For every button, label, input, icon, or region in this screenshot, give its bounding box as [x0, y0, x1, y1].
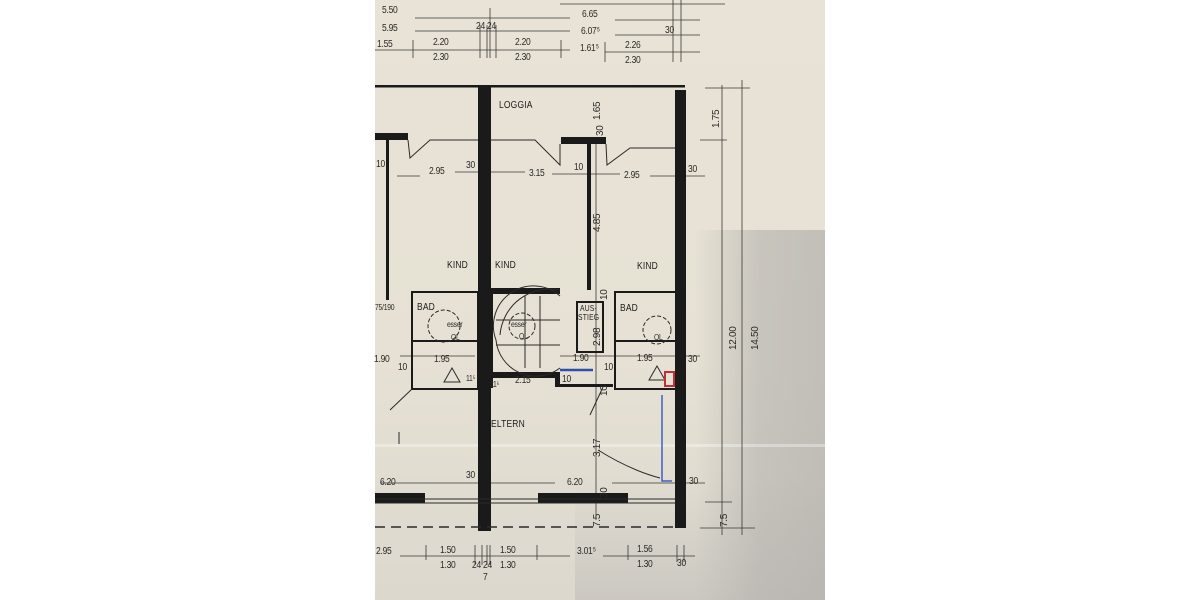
room-label-kind: KIND: [495, 260, 516, 271]
fixture-label: OL: [654, 333, 663, 342]
doors-and-fixtures: [375, 139, 675, 528]
dimension-label: 6.20: [567, 477, 583, 488]
dimension-label: 7: [483, 572, 488, 583]
window-size-label: 75/190: [375, 303, 395, 312]
dimension-label: 2.15: [515, 375, 531, 386]
dimension-label: 1.30: [637, 559, 653, 570]
dimension-label: 1.30: [500, 560, 516, 571]
dimension-label: 10: [398, 362, 407, 373]
dimension-label: 3.17: [592, 438, 603, 457]
dimension-label: 2.20: [515, 37, 531, 48]
dimension-label: 1.90: [573, 353, 589, 364]
dimension-label: 2.30: [515, 52, 531, 63]
dimension-label: 2.95: [624, 170, 640, 181]
dimension-label: 2.20: [433, 37, 449, 48]
dimension-label: 30: [665, 25, 674, 36]
dimension-label: 1.95: [434, 354, 450, 365]
dimension-label: 12.00: [728, 326, 739, 350]
dimension-label: 2.95: [429, 166, 445, 177]
dimension-label: 10: [574, 162, 583, 173]
dimension-label: 30: [688, 354, 697, 365]
fixture-label: esser: [511, 320, 527, 329]
dimension-label: 1.61⁵: [580, 43, 599, 54]
dimension-label: 7.5: [719, 513, 730, 527]
dimension-label: 3.01⁵: [577, 546, 596, 557]
dimension-label: 1.95: [637, 353, 653, 364]
dimension-label: 1.30: [440, 560, 456, 571]
dimension-label: 1.65: [592, 101, 603, 120]
room-label-kind: KIND: [637, 261, 658, 272]
dimension-label: 10: [562, 374, 571, 385]
dimension-label: 6.20: [380, 477, 396, 488]
dimension-label: 1.55: [377, 39, 393, 50]
dimension-label: 5.95: [382, 23, 398, 34]
dimension-label: 30: [689, 476, 698, 487]
dimension-label: 2.95: [376, 546, 392, 557]
dimension-label: 6.65: [582, 9, 598, 20]
room-label-bad: BAD: [417, 302, 435, 313]
dimension-label: 6.07⁵: [581, 26, 600, 37]
dimension-label: 5.50: [382, 5, 398, 16]
dimension-label: 2.98: [592, 327, 603, 346]
dimension-label: 14.50: [750, 326, 761, 350]
dimension-label: 10: [604, 362, 613, 373]
room-label-ausstieg: STIEG: [578, 313, 600, 322]
dimension-label: 2.26: [625, 40, 641, 51]
dimension-label: 30: [677, 558, 686, 569]
dimension-label: 1.90: [374, 354, 390, 365]
room-label-kind: KIND: [447, 260, 468, 271]
fixture-label: OL: [519, 332, 528, 341]
room-label-loggia: LOGGIA: [499, 100, 533, 111]
walls: [375, 85, 686, 531]
dimension-label: 24 24: [472, 560, 493, 571]
dimension-label: 1.75: [711, 109, 722, 128]
dimension-label: 4.85: [592, 213, 603, 232]
dimension-label: 2.30: [433, 52, 449, 63]
shadow: [695, 230, 825, 600]
dimension-label: 30: [595, 125, 606, 136]
fixture-label: OL: [451, 333, 460, 342]
dimension-label: 7.5: [592, 513, 603, 527]
paper-fold: [375, 444, 825, 447]
dimension-label: 10: [599, 385, 610, 396]
dimension-label: 11⁵: [466, 374, 476, 383]
pen-markups: [560, 368, 675, 482]
dimension-label: 30: [688, 164, 697, 175]
dimension-label: 3.15: [529, 168, 545, 179]
outer-wall: [675, 90, 686, 528]
room-label-bad: BAD: [620, 303, 638, 314]
dimension-label: 10: [599, 289, 610, 300]
room-label-ausstieg: AUS-: [580, 304, 597, 313]
fixture-label: esser: [447, 320, 463, 329]
dimension-label: 1.56: [637, 544, 653, 555]
dimension-lines: [375, 0, 755, 565]
dimension-label: 30: [599, 487, 610, 498]
party-wall: [478, 86, 491, 531]
dimension-label: 2.30: [625, 55, 641, 66]
dimension-label: 30: [466, 470, 475, 481]
dimension-label: 30: [466, 160, 475, 171]
dimension-label: 1.50: [500, 545, 516, 556]
interior-partitions: [411, 291, 678, 390]
room-label-eltern: ELTERN: [491, 419, 525, 430]
dimension-label: 11⁵: [490, 380, 500, 389]
dimension-label: 10: [376, 159, 385, 170]
dimension-label: 1.50: [440, 545, 456, 556]
dimension-label: 24 24: [476, 21, 497, 32]
